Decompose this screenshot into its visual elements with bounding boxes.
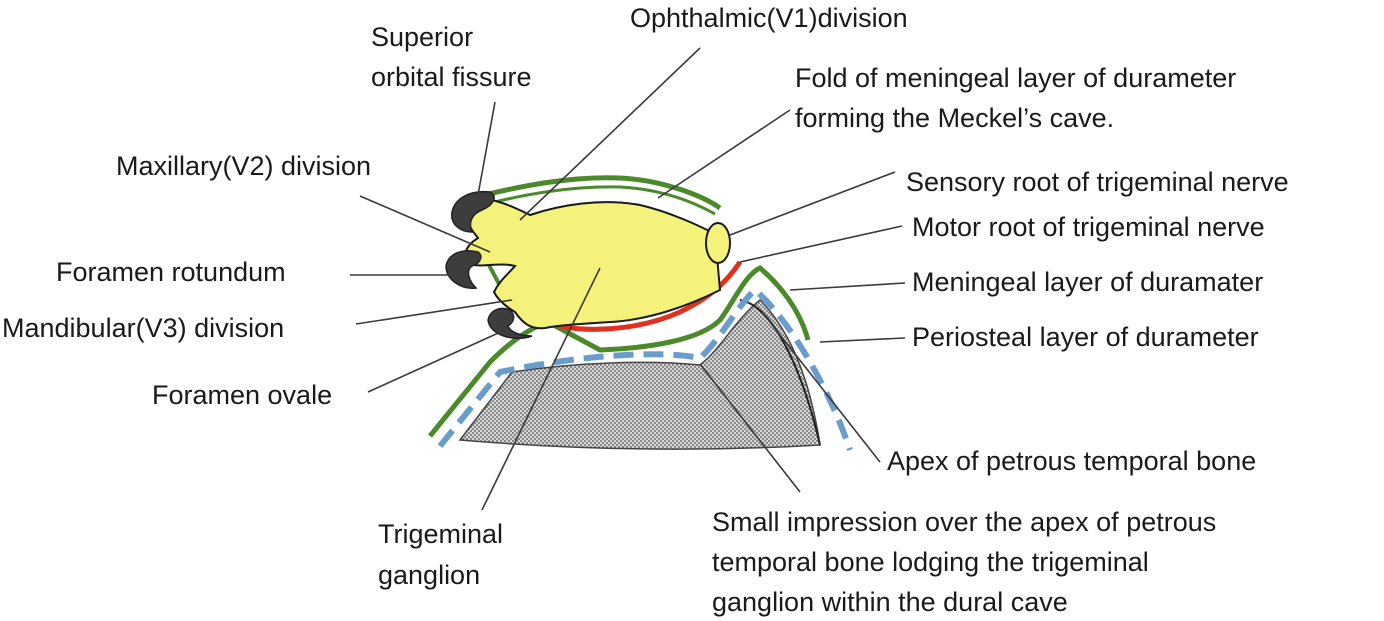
bone-apex-outline [739,299,821,446]
leader-meningeal [789,282,906,291]
label-meningeal-layer: Meningeal layer of duramater [912,267,1263,297]
label-small-impression-line2: temporal bone lodging the trigeminal [712,547,1149,577]
label-superior-orbital-fissure-line1: Superior [371,22,473,52]
leader-periosteal [819,337,906,343]
leader-ophthalmic [519,47,701,221]
label-fold-meningeal: Fold of meningeal layer of durameter for… [795,63,1244,133]
foramen-rotundum-shape [445,250,482,289]
label-trigeminal-ganglion-line2: ganglion [378,560,480,590]
leader-maxillary [359,195,491,253]
meningeal-fold-lower [477,185,716,216]
label-small-impression-line1: Small impression over the apex of petrou… [712,507,1216,537]
label-small-impression: Small impression over the apex of petrou… [712,507,1224,617]
periosteal-layer-line [437,286,853,451]
label-sensory-root: Sensory root of trigeminal nerve [906,167,1289,197]
leader-superior-orbital-fissure [477,101,496,196]
leader-sensory-root [729,171,896,236]
motor-root-line [537,260,743,332]
superior-orbital-fissure-shape [451,190,495,233]
leader-trigeminal-ganglion [481,267,601,511]
leader-mandibular [355,299,513,325]
label-motor-root: Motor root of trigeminal nerve [912,212,1265,242]
label-ophthalmic-division: Ophthalmic(V1)division [630,3,908,33]
label-superior-orbital-fissure-line2: orbital fissure [371,62,532,92]
label-trigeminal-ganglion-line1: Trigeminal [378,519,503,549]
label-periosteal-layer: Periosteal layer of durameter [912,322,1259,352]
foramen-ovale-shape [487,307,533,340]
label-maxillary-division: Maxillary(V2) division [116,151,371,181]
leader-apex [761,311,881,463]
meningeal-layer-line [428,265,811,438]
leader-small-impression [699,363,801,493]
label-fold-meningeal-line1: Fold of meningeal layer of durameter [795,63,1236,93]
sensory-root-end [705,222,731,264]
label-apex-petrous: Apex of petrous temporal bone [887,446,1256,476]
leader-fold [657,109,791,199]
label-foramen-rotundum: Foramen rotundum [56,257,286,287]
petrous-bone [458,298,821,450]
label-superior-orbital-fissure: Superior orbital fissure [371,22,532,92]
label-foramen-ovale: Foramen ovale [152,380,332,410]
leader-foramen-ovale [367,329,506,393]
leader-motor-root [739,225,903,263]
label-mandibular-division: Mandibular(V3) division [2,313,284,343]
label-small-impression-line3: ganglion within the dural cave [712,587,1068,617]
label-trigeminal-ganglion: Trigeminal ganglion [378,519,511,590]
label-fold-meningeal-line2: forming the Meckel’s cave. [795,103,1114,133]
meningeal-fold-upper [471,175,722,211]
